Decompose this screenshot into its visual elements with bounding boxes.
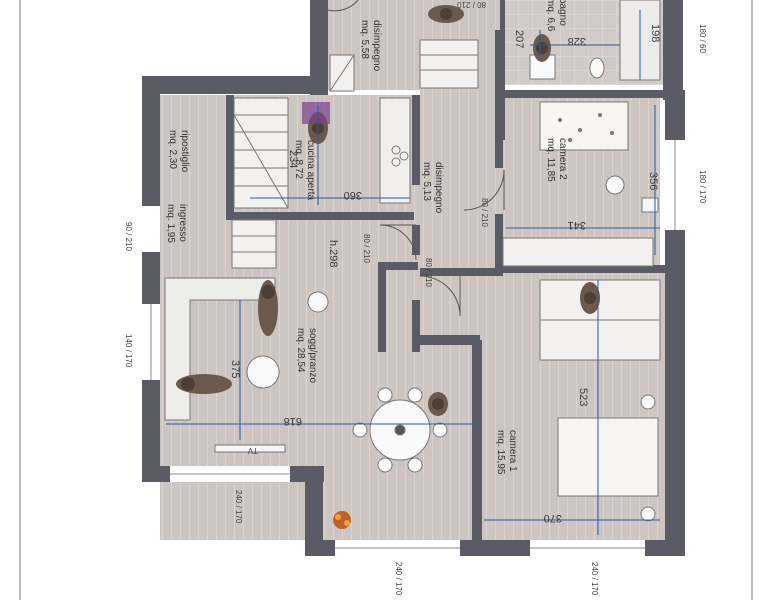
room-area-cucina: mq. 8,72 <box>293 140 304 179</box>
dimension-labels: 207 328 198 234 360 356 341 h.298 375 61… <box>229 24 661 524</box>
room-name-camera1: camera 1 <box>507 430 518 472</box>
opening-labels: 80 / 210 180 / 60 180 / 170 80 / 210 90 … <box>124 0 707 596</box>
room-area-disimpegno-mid: mq. 5,13 <box>421 162 432 201</box>
opening-top: 80 / 210 <box>457 0 486 9</box>
room-area-camera2: mq. 11,85 <box>545 138 556 182</box>
door-swings <box>327 0 505 317</box>
room-area-ingresso: mq. 1,95 <box>165 204 176 243</box>
opening-disimpegno: 80 / 210 <box>424 258 433 287</box>
dim-360: 360 <box>344 189 362 201</box>
room-name-bagno: bagno <box>557 0 568 26</box>
room-area-soggiorno: mq. 28,54 <box>295 328 306 373</box>
dimension-lines <box>166 10 660 535</box>
opening-bottom-2: 240 / 170 <box>394 562 403 596</box>
opening-bagno: 180 / 60 <box>698 24 707 53</box>
room-name-soggiorno: sogg/pranzo <box>307 328 318 383</box>
room-name-disimpegno-mid: disimpegno <box>433 162 444 214</box>
room-labels: disimpegno mq. 5,58 bagno mq. 6,6 ripost… <box>165 0 568 475</box>
dim-198: 198 <box>649 24 661 42</box>
opening-camera2-door: 80 / 210 <box>480 198 489 227</box>
opening-soggiorno-left: 140 / 170 <box>124 334 133 368</box>
dim-356: 356 <box>647 172 659 190</box>
windows <box>142 140 685 556</box>
room-name-disimpegno-top: disimpegno <box>371 20 382 72</box>
dim-207: 207 <box>513 30 525 48</box>
dim-234: 234 <box>287 150 299 168</box>
room-area-disimpegno-top: mq. 5,58 <box>359 20 370 59</box>
opening-ingresso: 90 / 210 <box>124 222 133 251</box>
walls <box>142 0 685 556</box>
dim-523: 523 <box>577 388 589 406</box>
room-name-cucina: cucina aperta <box>305 140 316 200</box>
room-name-ripostiglio: ripostiglio <box>179 130 190 173</box>
room-area-bagno: mq. 6,6 <box>545 0 556 32</box>
dim-618: 618 <box>284 415 302 427</box>
furniture <box>164 0 661 529</box>
page-frame <box>19 0 753 600</box>
dim-298: h.298 <box>327 240 339 268</box>
opening-bottom-1: 240 / 170 <box>234 490 243 524</box>
room-area-camera1: mq. 15,95 <box>495 430 506 475</box>
dim-328: 328 <box>568 35 586 47</box>
opening-cucina: 80 / 210 <box>362 234 371 263</box>
dim-375: 375 <box>229 360 241 378</box>
room-name-ingresso: ingresso <box>177 204 188 242</box>
opening-bottom-3: 240 / 170 <box>590 562 599 596</box>
opening-camera2: 180 / 170 <box>698 170 707 204</box>
room-name-camera2: camera 2 <box>557 138 568 180</box>
dim-341: 341 <box>568 219 586 231</box>
room-area-ripostiglio: mq. 2,30 <box>167 130 178 169</box>
tv-label: TV <box>247 446 258 455</box>
dim-370: 370 <box>544 512 562 524</box>
hood-icon <box>302 102 330 124</box>
